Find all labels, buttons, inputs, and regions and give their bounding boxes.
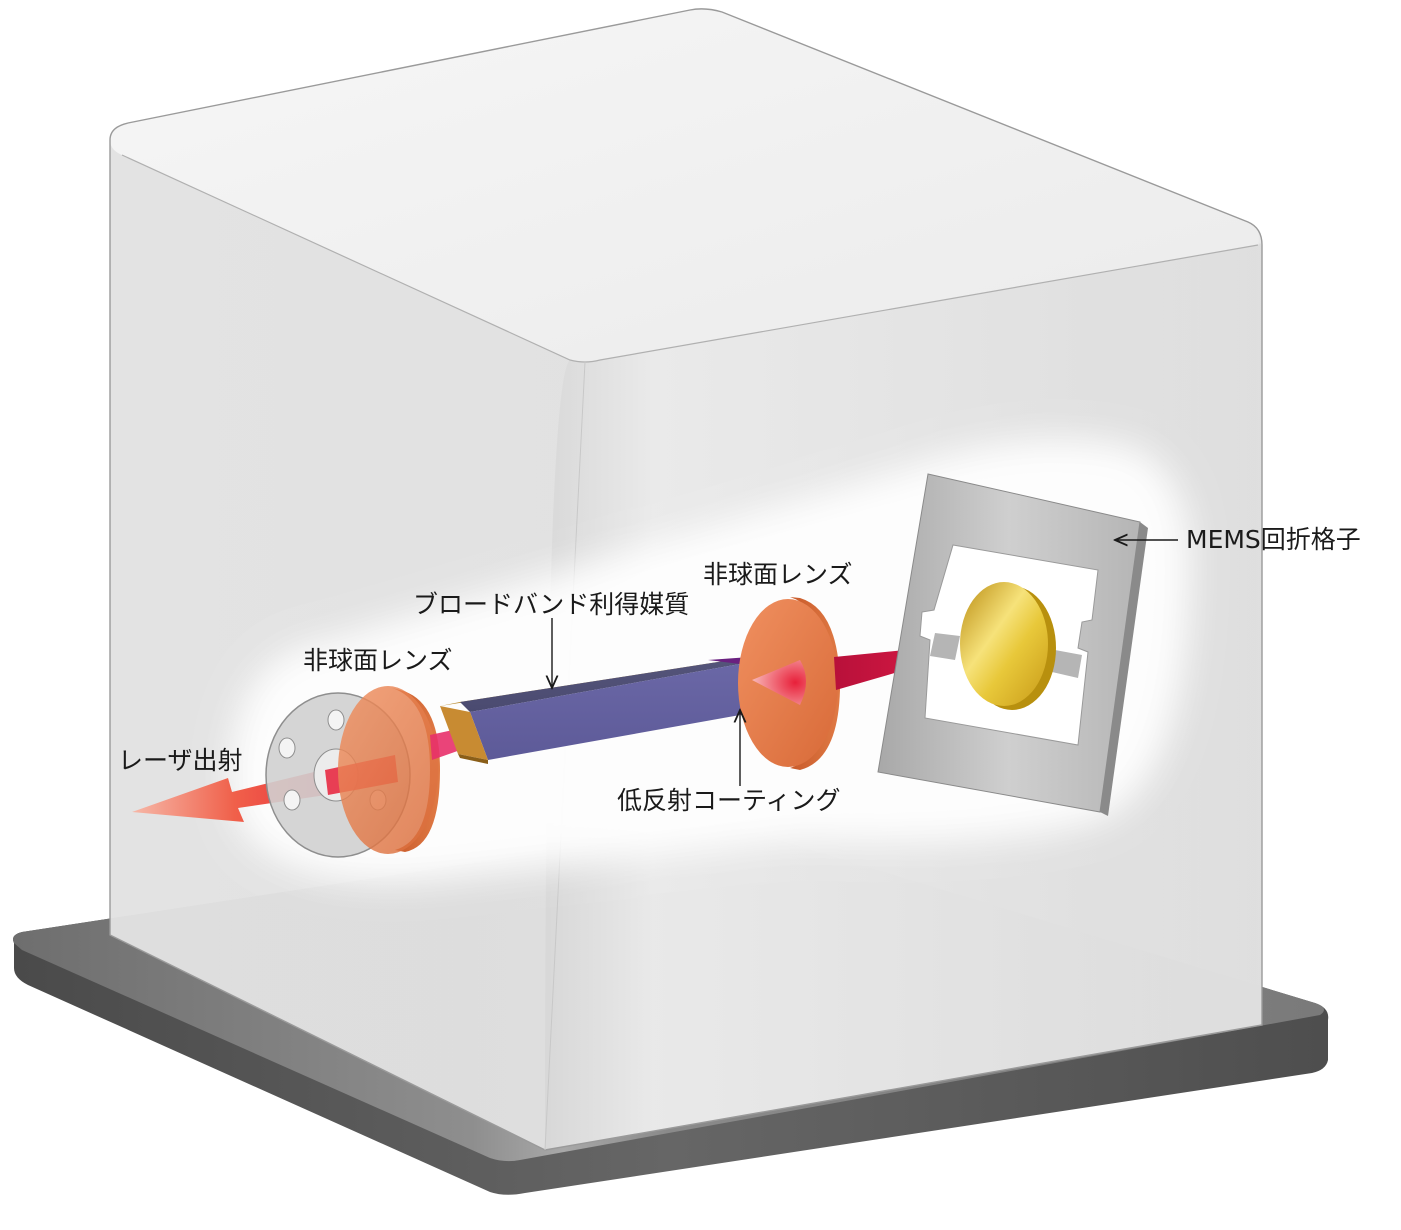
label-aspheric-lens-left: 非球面レンズ	[303, 648, 453, 673]
label-gain-medium: ブロードバンド利得媒質	[413, 592, 689, 617]
label-ar-coating: 低反射コーティング	[617, 788, 841, 813]
label-aspheric-lens-right: 非球面レンズ	[703, 562, 853, 587]
aspheric-lens-left	[338, 686, 440, 854]
label-laser-output: レーザ出射	[118, 748, 243, 773]
label-mems-grating: MEMS回折格子	[1186, 527, 1361, 552]
